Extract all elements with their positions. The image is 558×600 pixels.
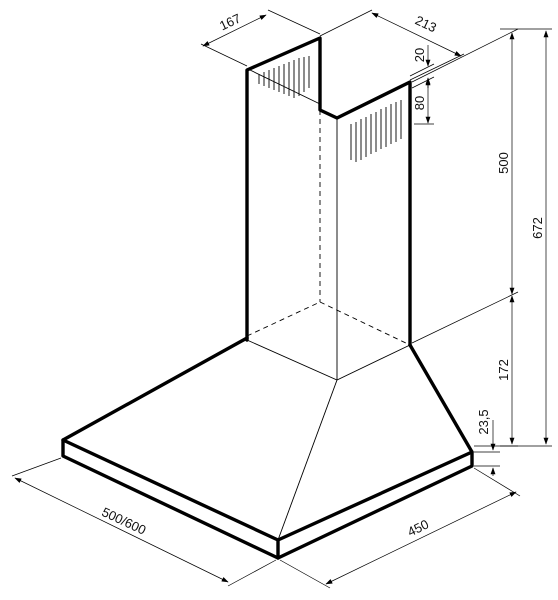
dim-total-height-label: 672 bbox=[530, 217, 545, 239]
canopy bbox=[61, 336, 474, 560]
dim-top-offset-label: 20 bbox=[412, 48, 427, 62]
chimney-left-inner-edge bbox=[249, 69, 321, 105]
dim-chimney-height: 500 bbox=[411, 28, 519, 344]
chimney-left-outline bbox=[245, 36, 412, 347]
hidden-edges bbox=[246, 110, 411, 346]
dimension-lines: 167 213 20 80 500 bbox=[11, 9, 552, 589]
hood-body bbox=[61, 36, 474, 560]
dim-vent-height-label: 80 bbox=[412, 96, 427, 110]
dim-chimney-depth: 167 bbox=[200, 9, 321, 67]
dim-hood-width-label: 500/600 bbox=[99, 504, 148, 537]
canopy-top-face bbox=[246, 339, 411, 381]
dim-canopy-height-label: 172 bbox=[496, 359, 511, 381]
chimney-right-inner-edge bbox=[336, 83, 409, 119]
dim-rim-height: 23,5 bbox=[474, 409, 500, 476]
dim-chimney-width: 213 bbox=[319, 9, 465, 81]
dim-hood-depth-label: 450 bbox=[405, 516, 431, 539]
canopy-front-ridge bbox=[277, 379, 338, 541]
dim-chimney-width-label: 213 bbox=[413, 13, 439, 36]
dim-chimney-depth-label: 167 bbox=[217, 11, 243, 34]
dim-rim-height-label: 23,5 bbox=[476, 409, 491, 434]
dim-canopy-height: 172 bbox=[474, 295, 518, 447]
dim-chimney-height-label: 500 bbox=[496, 152, 511, 174]
vent-grille-right bbox=[350, 100, 402, 162]
vent-grille-left bbox=[258, 56, 310, 98]
chimney-cover bbox=[245, 36, 412, 380]
dim-total-height: 672 bbox=[500, 28, 552, 447]
dim-vent-height: 80 bbox=[412, 78, 434, 125]
